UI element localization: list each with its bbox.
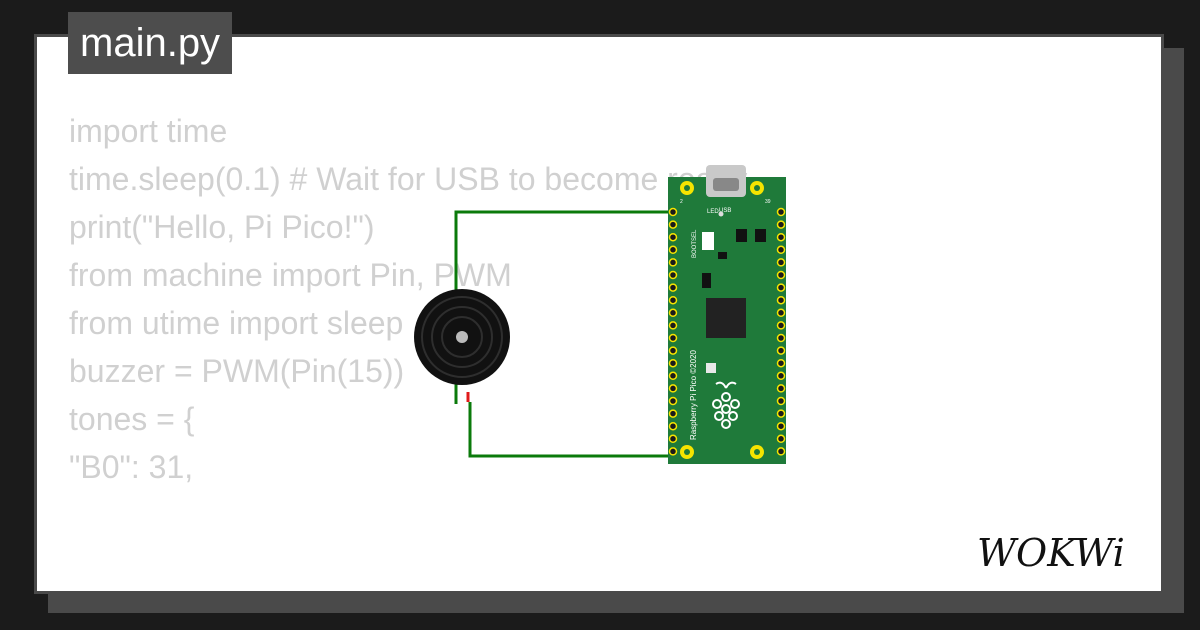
buzzer-icon [456, 331, 468, 343]
pin-hole[interactable] [668, 384, 678, 393]
pin-hole[interactable] [668, 371, 678, 381]
pin-hole[interactable] [776, 333, 786, 343]
usb-label: USB [719, 208, 731, 214]
pin-hole[interactable] [668, 346, 678, 355]
pin-hole[interactable] [668, 434, 678, 444]
pin-2-label: 2 [680, 199, 683, 205]
led [718, 211, 724, 217]
pin-hole[interactable] [668, 220, 678, 229]
pin-hole[interactable] [776, 270, 786, 280]
pin-hole[interactable] [776, 295, 786, 305]
pin-hole[interactable] [668, 295, 678, 305]
pin-hole[interactable] [776, 232, 786, 242]
pin-header-left[interactable] [668, 207, 678, 456]
pin-hole[interactable] [776, 409, 786, 418]
code-line: buzzer = PWM(Pin(15)) [69, 353, 405, 389]
pin-hole[interactable] [776, 421, 786, 431]
pin-hole[interactable] [668, 308, 678, 318]
pin-hole[interactable] [776, 220, 786, 229]
file-tab[interactable]: main.py [68, 12, 233, 74]
wokwi-logo: WOKWi [977, 531, 1125, 575]
led-label: LED [707, 209, 719, 215]
pin-hole[interactable] [776, 321, 786, 330]
pin-hole[interactable] [668, 421, 678, 431]
pin-hole[interactable] [668, 245, 678, 255]
pin-hole[interactable] [776, 396, 786, 406]
pin-header-right[interactable] [776, 207, 786, 456]
pin-hole[interactable] [776, 384, 786, 393]
pin-hole[interactable] [668, 447, 678, 456]
preview-card: import time time.sleep(0.1) # Wait for US… [34, 34, 1164, 594]
pin-hole[interactable] [776, 434, 786, 444]
code-line: from utime import sleep [69, 305, 404, 341]
code-line: from machine import Pin, PWM [69, 257, 512, 293]
pin-hole[interactable] [776, 447, 786, 456]
pin-39-label: 39 [765, 199, 771, 205]
bootsel-button[interactable] [702, 232, 714, 250]
pin-hole[interactable] [668, 333, 678, 343]
bootsel-label: BOOTSEL [692, 229, 698, 258]
pin-hole[interactable] [668, 321, 678, 330]
pin-hole[interactable] [668, 409, 678, 418]
code-line: import time [69, 113, 228, 149]
board-name-label: Raspberry Pi Pico ©2020 [689, 350, 698, 440]
pin-hole[interactable] [668, 258, 678, 267]
code-line: "B0": 31, [69, 449, 194, 485]
pin-hole[interactable] [668, 396, 678, 406]
pin-hole[interactable] [776, 258, 786, 267]
pin-hole[interactable] [668, 283, 678, 292]
code-line: tones = { [69, 401, 195, 437]
code-text: import time time.sleep(0.1) # Wait for US… [69, 107, 747, 491]
pin-hole[interactable] [776, 245, 786, 255]
buzzer[interactable] [414, 289, 510, 385]
pin-hole[interactable] [776, 283, 786, 292]
raspberry-icon [712, 381, 740, 429]
pin-hole[interactable] [668, 358, 678, 368]
pin-hole[interactable] [668, 270, 678, 280]
code-line: print("Hello, Pi Pico!") [69, 209, 375, 245]
pin-hole[interactable] [776, 308, 786, 318]
wire-bottom[interactable] [468, 402, 680, 458]
code-line: time.sleep(0.1) # Wait for USB to become… [69, 161, 748, 197]
pin-hole[interactable] [776, 371, 786, 381]
pin-hole[interactable] [668, 232, 678, 242]
pin-hole[interactable] [776, 358, 786, 368]
pin-hole[interactable] [776, 207, 786, 217]
rp2040-chip [706, 298, 746, 338]
pin-hole[interactable] [668, 207, 678, 217]
wokwi-logo-text: WOKWi [977, 531, 1125, 575]
pin-hole[interactable] [776, 346, 786, 355]
pico-board[interactable]: LED USB 2 39 BOOTSEL Raspberry Pi Pico ©… [668, 165, 786, 464]
